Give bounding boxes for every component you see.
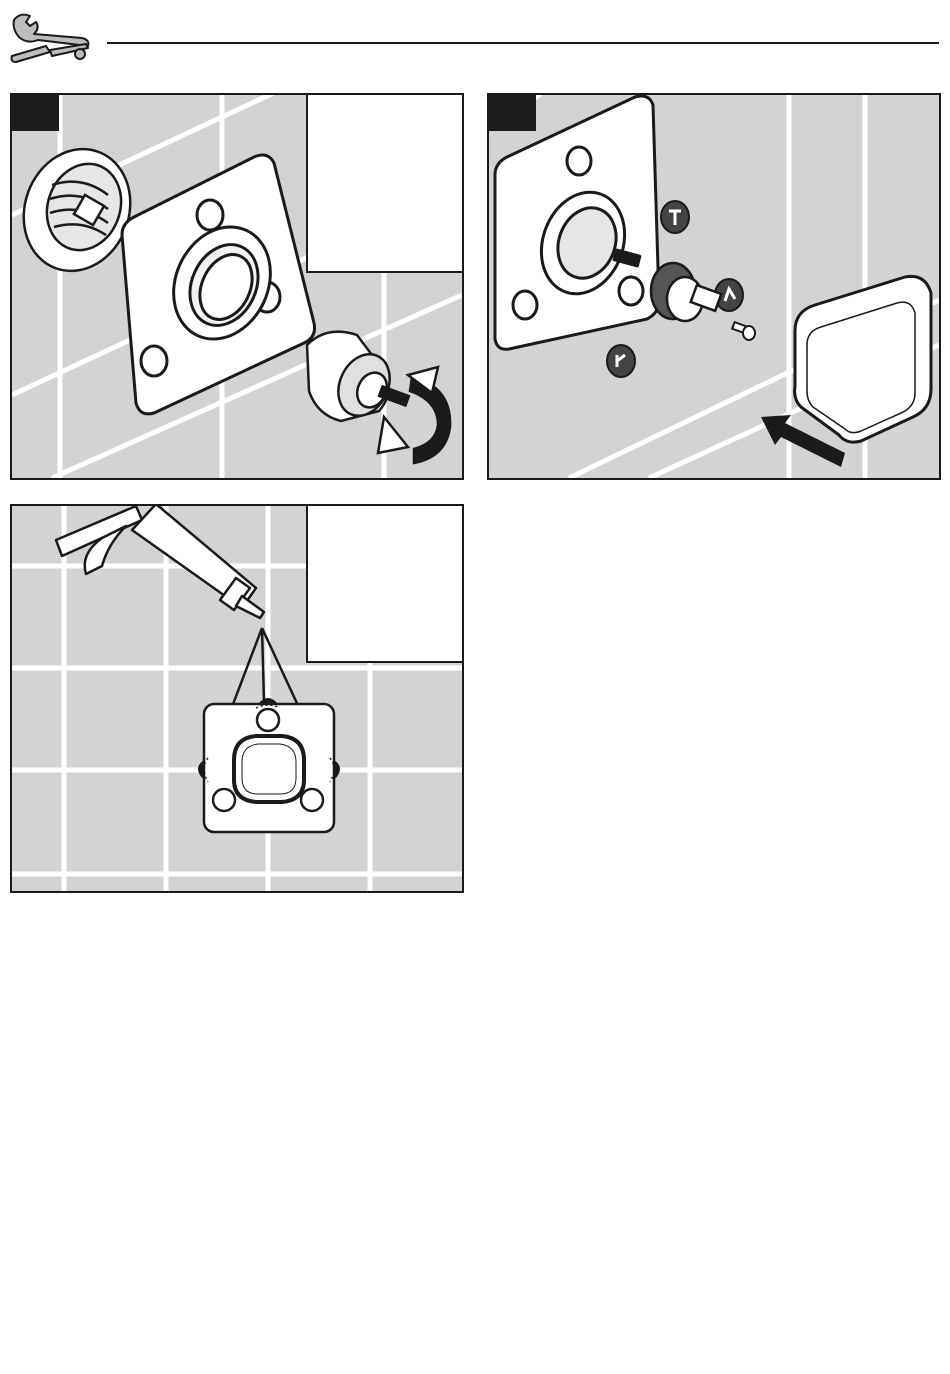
header-rule xyxy=(107,42,939,44)
note-box-3 xyxy=(306,504,464,663)
step-panel-3 xyxy=(10,504,464,893)
note-box-1 xyxy=(306,93,464,273)
step-badge-1 xyxy=(12,95,59,131)
assemble-handle-cover-icon xyxy=(489,95,939,478)
step-badge-2 xyxy=(489,95,536,131)
step-panel-1 xyxy=(10,93,464,480)
wrench-screwdriver-icon xyxy=(8,10,94,66)
step-panel-2 xyxy=(487,93,941,480)
